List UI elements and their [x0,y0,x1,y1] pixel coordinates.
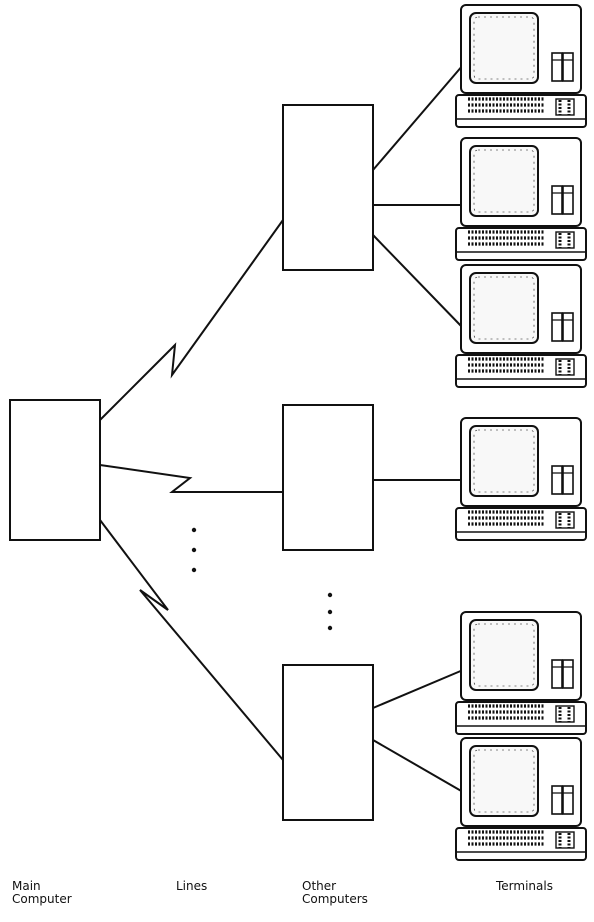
label-other-computers: Other Computers [302,880,368,906]
terminal-icon [456,5,586,127]
label-terminals: Terminals [496,880,553,893]
terminal-icon [456,418,586,540]
terminal-icon [456,738,586,860]
label-main-computer: Main Computer [12,880,72,906]
terminal-icon [456,138,586,260]
label-lines: Lines [176,880,207,893]
line-main-to-top [100,220,283,420]
line-top-to-terminal-1 [373,65,463,170]
terminal-icon [456,612,586,734]
line-bottom-to-terminal-5 [373,670,463,708]
other-computer-box-bottom [283,665,373,820]
other-computer-box-middle [283,405,373,550]
ellipsis-dots-lines [192,528,196,572]
terminals-group [456,5,586,860]
main-computer-box [10,400,100,540]
line-main-to-bottom [100,520,283,760]
line-bottom-to-terminal-6 [373,740,463,792]
line-top-to-terminal-3 [373,235,463,328]
other-computer-box-top [283,105,373,270]
ellipsis-dots-computers [328,593,332,630]
line-main-to-middle [100,465,283,492]
terminal-icon [456,265,586,387]
